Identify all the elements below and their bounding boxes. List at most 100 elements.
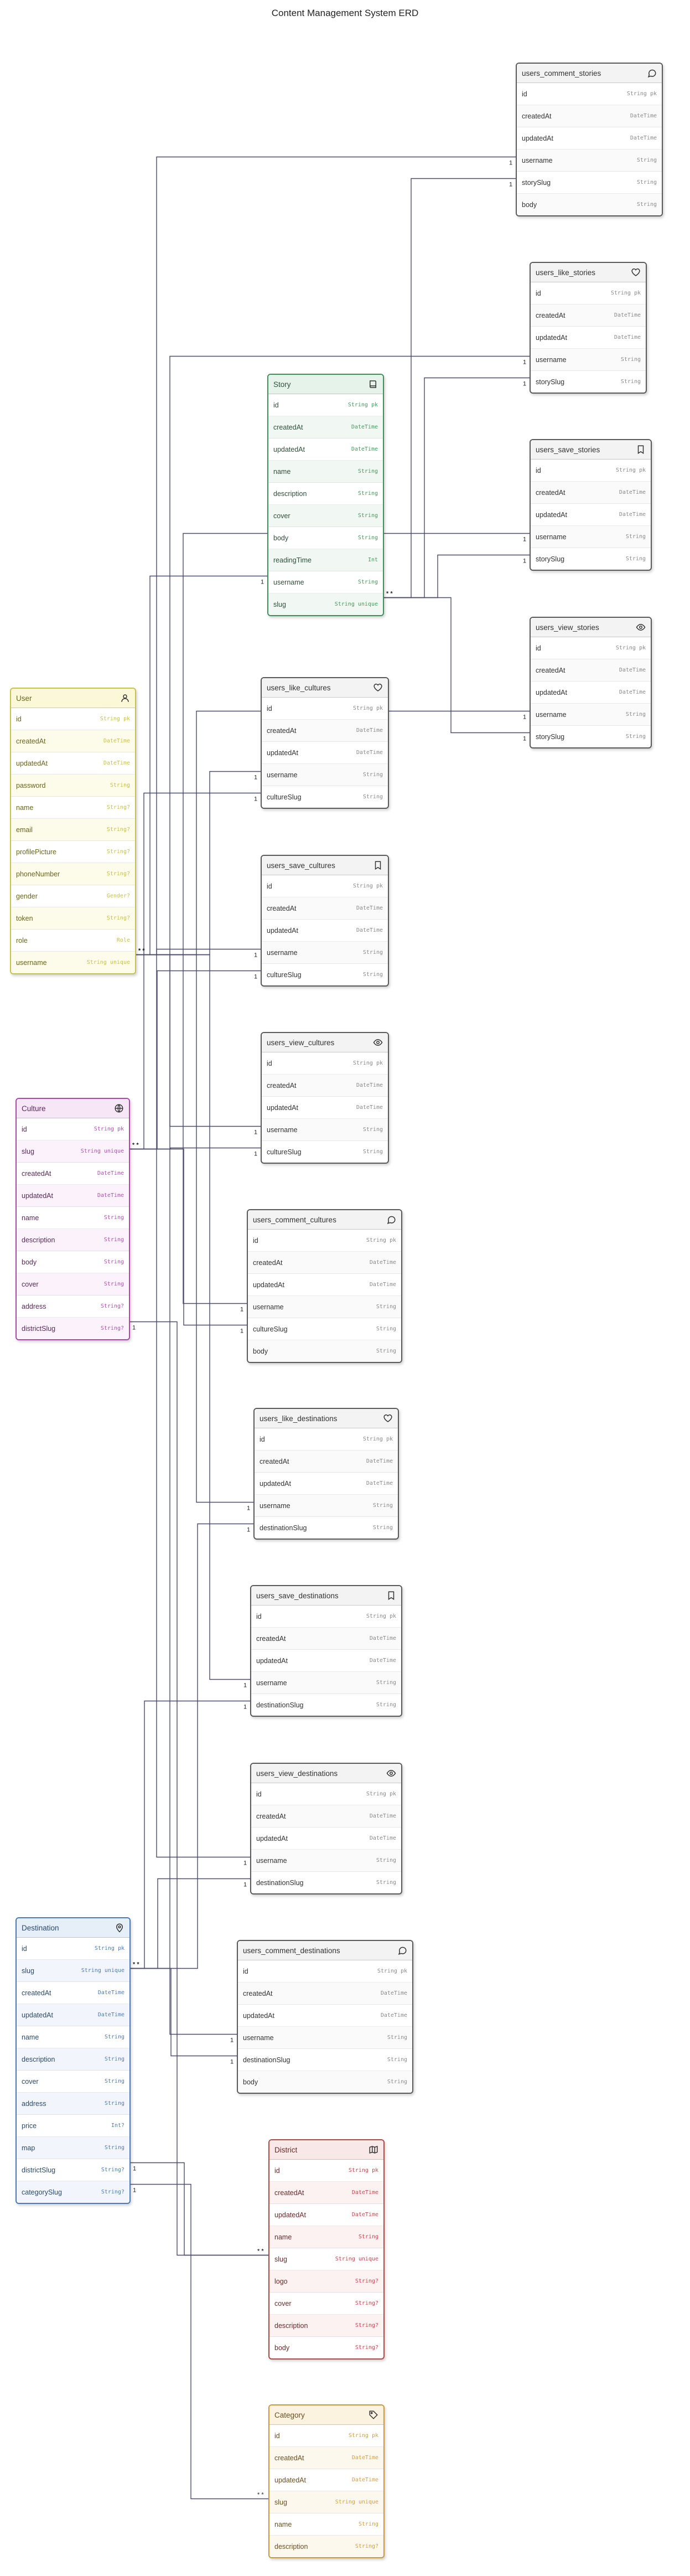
field-row[interactable]: usernameString [248, 1296, 401, 1318]
field-row[interactable]: updatedAtDateTime [269, 2204, 383, 2226]
field-row[interactable]: destinationSlugString [255, 1517, 398, 1539]
field-row[interactable]: usernameString [268, 571, 383, 593]
field-row[interactable]: destinationSlugString [251, 1694, 401, 1716]
entity-story[interactable]: StoryidString pkcreatedAtDateTimeupdated… [267, 374, 384, 616]
field-row[interactable]: mapString [17, 2137, 129, 2159]
field-row[interactable]: bodyString [517, 194, 662, 215]
entity-users-view-stories[interactable]: users_view_storiesidString pkcreatedAtDa… [530, 617, 652, 748]
field-row[interactable]: updatedAtDateTime [268, 438, 383, 461]
field-row[interactable]: profilePictureString? [11, 841, 135, 863]
field-row[interactable]: idString pk [255, 1428, 398, 1450]
field-row[interactable]: usernameString [517, 149, 662, 172]
field-row[interactable]: nameString [17, 1207, 129, 1229]
field-row[interactable]: createdAtDateTime [531, 304, 646, 327]
field-row[interactable]: idString pk [269, 2160, 383, 2182]
field-row[interactable]: updatedAtDateTime [17, 2004, 129, 2026]
field-row[interactable]: idString pk [531, 460, 651, 482]
field-row[interactable]: nameString [17, 2026, 129, 2048]
field-row[interactable]: nameString? [11, 797, 135, 819]
field-row[interactable]: addressString [17, 2093, 129, 2115]
field-row[interactable]: createdAtDateTime [269, 2447, 383, 2469]
field-row[interactable]: idString pk [248, 1230, 401, 1252]
entity-culture[interactable]: CultureidString pkslugString uniquecreat… [15, 1098, 130, 1340]
field-row[interactable]: categorySlugString? [17, 2181, 129, 2203]
field-row[interactable]: idString pk [531, 282, 646, 304]
field-row[interactable]: idString pk [262, 1052, 388, 1075]
field-row[interactable]: updatedAtDateTime [262, 742, 388, 764]
field-row[interactable]: storySlugString [531, 371, 646, 393]
field-row[interactable]: storySlugString [517, 172, 662, 194]
field-row[interactable]: addressString? [17, 1295, 129, 1318]
field-row[interactable]: idString pk [517, 83, 662, 105]
field-row[interactable]: descriptionString [268, 483, 383, 505]
field-row[interactable]: genderGender? [11, 885, 135, 907]
field-row[interactable]: usernameString unique [11, 952, 135, 973]
field-row[interactable]: updatedAtDateTime [238, 2005, 412, 2027]
entity-users-comment-cultures[interactable]: users_comment_culturesidString pkcreated… [247, 1209, 402, 1363]
field-row[interactable]: bodyString [268, 527, 383, 549]
field-row[interactable]: usernameString [238, 2027, 412, 2049]
field-row[interactable]: coverString [17, 1273, 129, 1295]
field-row[interactable]: updatedAtDateTime [517, 127, 662, 149]
field-row[interactable]: createdAtDateTime [11, 730, 135, 752]
entity-users-like-destinations[interactable]: users_like_destinationsidString pkcreate… [253, 1408, 399, 1540]
field-row[interactable]: phoneNumberString? [11, 863, 135, 885]
field-row[interactable]: updatedAtDateTime [531, 682, 651, 704]
field-row[interactable]: tokenString? [11, 907, 135, 930]
field-row[interactable]: coverString [268, 505, 383, 527]
field-row[interactable]: updatedAtDateTime [251, 1828, 401, 1850]
field-row[interactable]: slugString unique [269, 2248, 383, 2270]
field-row[interactable]: bodyString [248, 1340, 401, 1362]
field-row[interactable]: storySlugString [531, 726, 651, 747]
field-row[interactable]: usernameString [262, 764, 388, 786]
field-row[interactable]: createdAtDateTime [238, 1983, 412, 2005]
field-row[interactable]: updatedAtDateTime [262, 920, 388, 942]
field-row[interactable]: usernameString [531, 704, 651, 726]
field-row[interactable]: usernameString [251, 1672, 401, 1694]
field-row[interactable]: usernameString [531, 349, 646, 371]
field-row[interactable]: roleRole [11, 930, 135, 952]
field-row[interactable]: districtSlugString? [17, 2159, 129, 2181]
entity-users-save-cultures[interactable]: users_save_culturesidString pkcreatedAtD… [261, 855, 389, 987]
field-row[interactable]: updatedAtDateTime [269, 2469, 383, 2491]
field-row[interactable]: idString pk [268, 394, 383, 416]
field-row[interactable]: idString pk [251, 1606, 401, 1628]
field-row[interactable]: storySlugString [531, 548, 651, 570]
field-row[interactable]: slugString unique [17, 1960, 129, 1982]
entity-users-view-destinations[interactable]: users_view_destinationsidString pkcreate… [250, 1763, 402, 1894]
field-row[interactable]: createdAtDateTime [262, 720, 388, 742]
field-row[interactable]: passwordString [11, 775, 135, 797]
field-row[interactable]: createdAtDateTime [251, 1628, 401, 1650]
field-row[interactable]: cultureSlugString [262, 1141, 388, 1163]
field-row[interactable]: idString pk [269, 2425, 383, 2447]
field-row[interactable]: updatedAtDateTime [531, 504, 651, 526]
field-row[interactable]: createdAtDateTime [255, 1450, 398, 1473]
field-row[interactable]: coverString [17, 2071, 129, 2093]
field-row[interactable]: createdAtDateTime [251, 1805, 401, 1828]
field-row[interactable]: slugString unique [17, 1140, 129, 1163]
field-row[interactable]: districtSlugString? [17, 1318, 129, 1339]
field-row[interactable]: usernameString [251, 1850, 401, 1872]
field-row[interactable]: descriptionString? [269, 2536, 383, 2557]
field-row[interactable]: idString pk [17, 1938, 129, 1960]
field-row[interactable]: usernameString [255, 1495, 398, 1517]
field-row[interactable]: destinationSlugString [251, 1872, 401, 1893]
field-row[interactable]: cultureSlugString [262, 786, 388, 808]
field-row[interactable]: bodyString [17, 1251, 129, 1273]
field-row[interactable]: updatedAtDateTime [255, 1473, 398, 1495]
field-row[interactable]: descriptionString [17, 1229, 129, 1251]
field-row[interactable]: usernameString [262, 1119, 388, 1141]
entity-user[interactable]: UseridString pkcreatedAtDateTimeupdatedA… [10, 688, 136, 974]
field-row[interactable]: updatedAtDateTime [248, 1274, 401, 1296]
field-row[interactable]: slugString unique [268, 593, 383, 615]
field-row[interactable]: usernameString [262, 942, 388, 964]
entity-users-like-cultures[interactable]: users_like_culturesidString pkcreatedAtD… [261, 677, 389, 809]
field-row[interactable]: idString pk [17, 1118, 129, 1140]
field-row[interactable]: usernameString [531, 526, 651, 548]
field-row[interactable]: nameString [268, 461, 383, 483]
field-row[interactable]: createdAtDateTime [248, 1252, 401, 1274]
entity-category[interactable]: CategoryidString pkcreatedAtDateTimeupda… [268, 2404, 385, 2558]
field-row[interactable]: logoString? [269, 2270, 383, 2293]
field-row[interactable]: priceInt? [17, 2115, 129, 2137]
field-row[interactable]: cultureSlugString [248, 1318, 401, 1340]
